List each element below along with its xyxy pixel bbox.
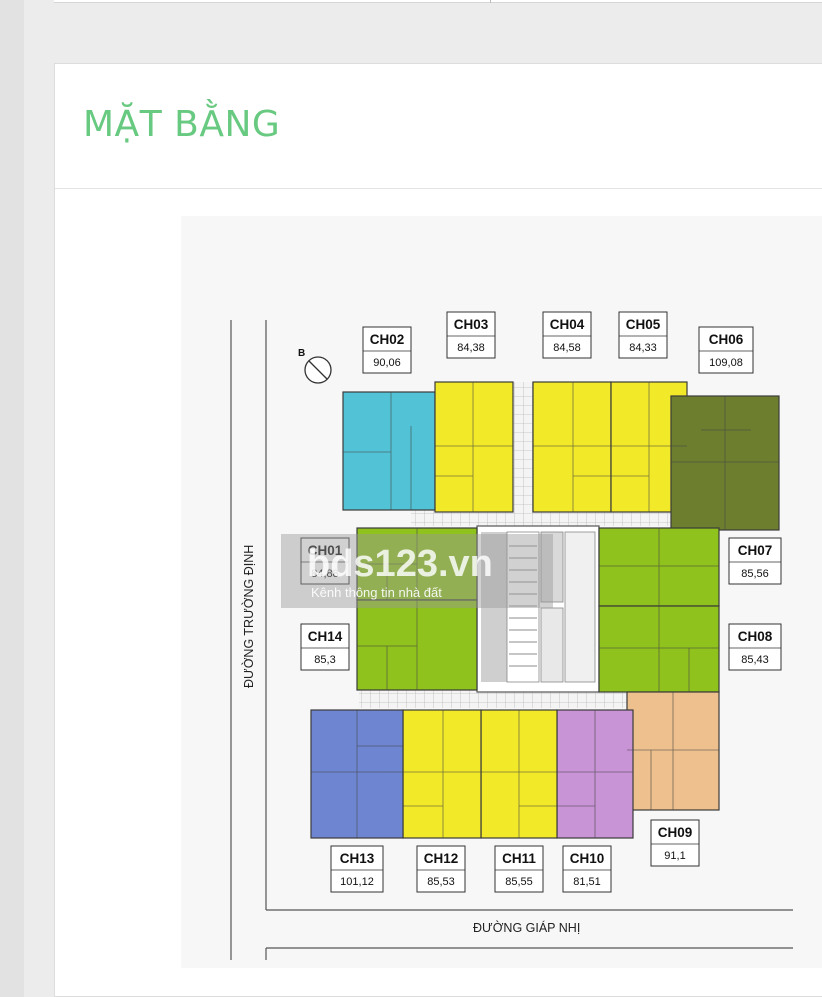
label-ch10: CH10 81,51 (562, 845, 612, 893)
label-ch11: CH11 85,55 (494, 845, 544, 893)
floor-plan-card: MẶT BẰNG B (54, 63, 822, 997)
label-ch14: CH14 85,3 (300, 623, 350, 671)
unit-ch12[interactable] (402, 709, 482, 839)
label-ch12: CH12 85,53 (416, 845, 466, 893)
unit-area: 81,51 (573, 876, 601, 888)
label-ch04: CH04 84,58 (542, 311, 592, 359)
page-left-edge (0, 0, 24, 997)
unit-area: 84,33 (629, 342, 657, 354)
north-arrow-icon: B (298, 348, 332, 384)
site-boundary (230, 320, 793, 960)
label-ch13: CH13 101,12 (330, 845, 384, 893)
unit-code: CH11 (502, 851, 536, 866)
unit-code: CH02 (370, 332, 405, 347)
unit-area: 84,38 (457, 342, 485, 354)
unit-code: CH10 (570, 851, 605, 866)
watermark-subtext: Kênh thông tin nhà đất (311, 585, 442, 600)
title-divider (55, 188, 822, 189)
unit-code: CH09 (658, 825, 693, 840)
previous-card-divider (490, 0, 491, 3)
unit-ch03[interactable] (434, 381, 514, 513)
unit-area: 109,08 (709, 357, 743, 369)
unit-code: CH12 (424, 851, 459, 866)
unit-code: CH03 (454, 317, 489, 332)
street-label-bottom: ĐƯỜNG GIÁP NHỊ (473, 920, 580, 935)
label-ch09: CH09 91,1 (650, 819, 700, 867)
unit-area: 85,53 (427, 876, 455, 888)
watermark: bds123.vn Kênh thông tin nhà đất (281, 534, 553, 608)
unit-code: CH04 (550, 317, 585, 332)
unit-area: 84,88 (311, 568, 339, 580)
unit-area: 91,1 (664, 850, 685, 862)
watermark-text: bds123.vn (307, 543, 493, 585)
floor-plan-image[interactable]: B (181, 216, 822, 968)
label-ch07: CH07 85,56 (728, 537, 782, 585)
building-core (476, 525, 600, 693)
unit-code: CH13 (340, 851, 375, 866)
unit-area: 85,43 (741, 654, 769, 666)
unit-code: CH06 (709, 332, 744, 347)
label-ch02: CH02 90,06 (362, 326, 412, 374)
unit-area: 90,06 (373, 357, 401, 369)
unit-code: CH08 (738, 629, 773, 644)
north-marker-label: B (298, 348, 305, 359)
unit-code: CH05 (626, 317, 661, 332)
unit-area: 85,56 (741, 568, 769, 580)
label-ch05: CH05 84,33 (618, 311, 668, 359)
unit-area: 84,58 (553, 342, 581, 354)
unit-ch02[interactable] (342, 391, 436, 511)
unit-code: CH14 (308, 629, 343, 644)
label-ch08: CH08 85,43 (728, 623, 782, 671)
section-title: MẶT BẰNG (83, 104, 281, 145)
unit-code: CH07 (738, 543, 773, 558)
street-label-left: ĐƯỜNG TRƯỜNG ĐỊNH (241, 545, 256, 688)
unit-area: 85,3 (314, 654, 335, 666)
unit-ch04[interactable] (532, 381, 612, 513)
unit-code: CH01 (308, 543, 343, 558)
label-ch06: CH06 109,08 (698, 326, 754, 374)
unit-labels: CH02 90,06 CH03 84,38 CH04 84,58 (300, 311, 782, 893)
label-ch01: CH01 84,88 (300, 537, 350, 585)
label-ch03: CH03 84,38 (446, 311, 496, 359)
previous-card-edge (54, 0, 822, 3)
unit-area: 85,55 (505, 876, 533, 888)
unit-area: 101,12 (340, 876, 374, 888)
interior-walls (311, 382, 779, 838)
